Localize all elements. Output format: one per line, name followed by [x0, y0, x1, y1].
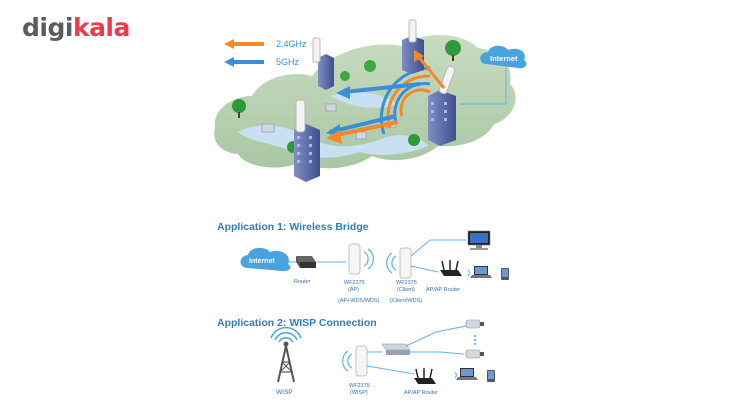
internet-link: [460, 68, 507, 105]
network-switch-icon: [381, 343, 411, 355]
ap-mode-label: (AP+WDS/WDS): [338, 298, 380, 304]
digikala-logo: digikala: [22, 13, 130, 42]
top-scene: 2.4GHz 5GHz Internet: [214, 19, 527, 182]
wisp-device-label-line1: WF2375: [349, 383, 370, 389]
building-icon: [294, 124, 320, 182]
wisp-label: WISP: [276, 389, 293, 396]
ap-label-line2: (AP): [348, 287, 359, 293]
router-icon: [296, 256, 316, 268]
tree-icon: [232, 99, 246, 118]
wisp-tower-icon: [270, 326, 302, 383]
wisp-device-label-line2: (WISP): [350, 390, 368, 396]
access-point-icon: [295, 99, 306, 133]
ap-router-icon: [440, 260, 462, 276]
app1-ap-router-label: AP/AP Router: [426, 287, 460, 293]
client-label-line1: WF2375: [396, 280, 417, 286]
client-mode-label: (Client/WDS): [390, 298, 422, 304]
phone-icon: [501, 268, 509, 280]
ap-router-icon: [414, 368, 436, 384]
desktop-computer-icon: [467, 230, 491, 250]
app2-section: Application 2: WISP Connection WISP WF23…: [217, 317, 495, 396]
legend-5ghz-label: 5GHz: [276, 57, 300, 67]
legend-5ghz: 5GHz: [224, 57, 300, 67]
router-label: Router: [294, 279, 311, 285]
access-point-wisp: [342, 345, 368, 377]
signal-arrow-24ghz: [414, 50, 446, 89]
internet-cloud-top-label: Internet: [490, 54, 518, 63]
tree-icon: [445, 40, 461, 61]
tree-icon: [340, 71, 350, 81]
app2-ap-router-label: AP/AP Router: [404, 390, 438, 396]
client-label-line2: (Client): [397, 287, 415, 293]
building-icon: [428, 90, 456, 146]
legend-24ghz-label: 2.4GHz: [276, 39, 307, 49]
house-icon: [325, 103, 337, 112]
access-point-client: [386, 247, 412, 279]
internet-cloud-app1-label: Internet: [249, 258, 275, 265]
access-point-ap: [348, 243, 374, 275]
signal-arrow-5ghz: [336, 82, 421, 99]
ip-camera-icon: [465, 349, 484, 359]
access-point-icon: [408, 19, 417, 43]
river: [238, 125, 428, 158]
ap-label-line1: WF2375: [344, 280, 365, 286]
house-icon: [355, 131, 367, 140]
house-icon: [261, 123, 275, 133]
access-point-icon: [312, 37, 321, 63]
logo-part-2: kala: [72, 13, 130, 42]
tree-icon: [364, 60, 376, 72]
signal-arrow-24ghz: [326, 120, 399, 144]
ip-camera-icon: [465, 319, 484, 329]
app1-title: Application 1: Wireless Bridge: [217, 221, 369, 233]
tree-icon: [408, 134, 420, 146]
app2-title: Application 2: WISP Connection: [217, 317, 377, 329]
phone-icon: [487, 370, 495, 382]
building-icon: [318, 54, 334, 90]
app1-section: Application 1: Wireless Bridge Internet …: [217, 221, 509, 304]
laptop-icon: [467, 266, 492, 278]
building-icon: [402, 36, 424, 74]
internet-cloud-top: Internet: [480, 45, 527, 69]
internet-cloud-app1: Internet: [240, 247, 291, 272]
legend-24ghz: 2.4GHz: [224, 39, 307, 49]
laptop-icon: [454, 368, 478, 380]
ellipsis-dots: [474, 335, 476, 345]
logo-part-1: digi: [22, 13, 73, 42]
